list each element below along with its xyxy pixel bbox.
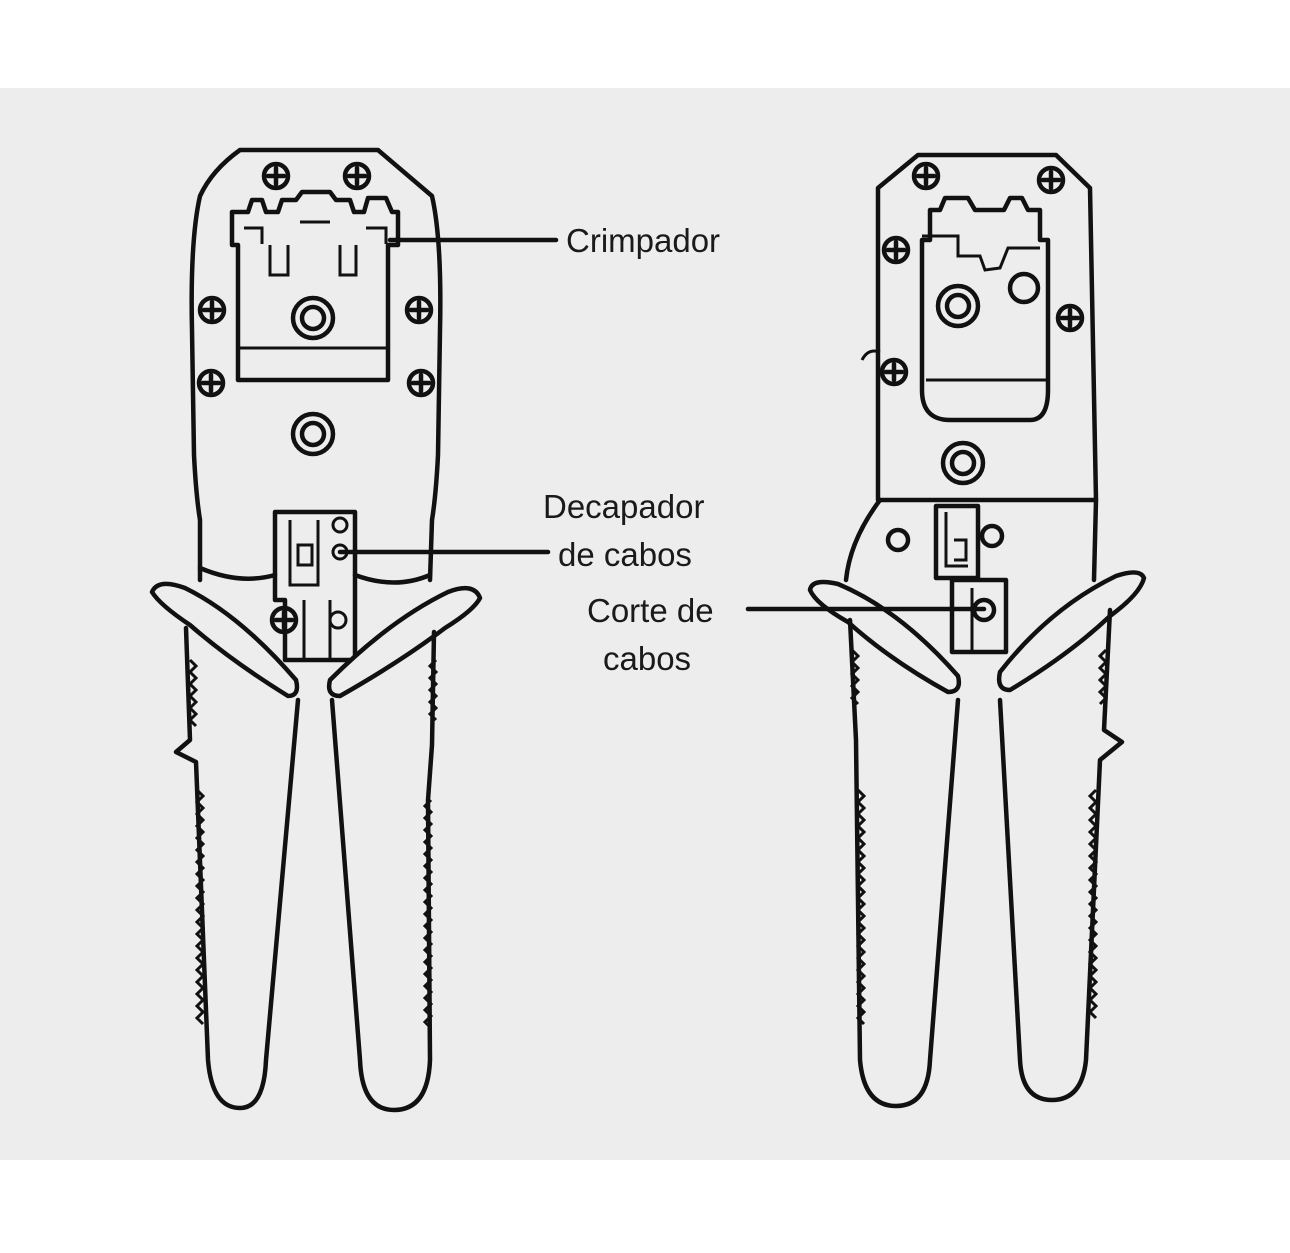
crimping-tool-front-view [149,147,483,1113]
callout-cutter: Corte de cabos [587,592,987,677]
crimper-label: Crimpador [566,222,720,259]
crimper-die [229,189,401,383]
left-guard [149,581,300,699]
cutter-label-line1: Corte de [587,592,714,629]
stripper-label-line2: de cabos [558,536,692,573]
callout-crimper: Crimpador [387,222,720,259]
crimper-die-right [919,195,1051,423]
tool-head-outline [189,147,443,583]
left-handle [173,625,301,1111]
right-handle [329,629,437,1113]
cutter-label-line2: cabos [603,640,691,677]
stripper-label-line1: Decapador [543,488,704,525]
stripper-cutter-block [272,509,358,663]
cutter-block-right [949,577,1009,655]
crimping-tool-side-view [807,152,1147,1109]
right-guard [326,585,483,699]
callout-stripper: Decapador de cabos [337,488,704,573]
